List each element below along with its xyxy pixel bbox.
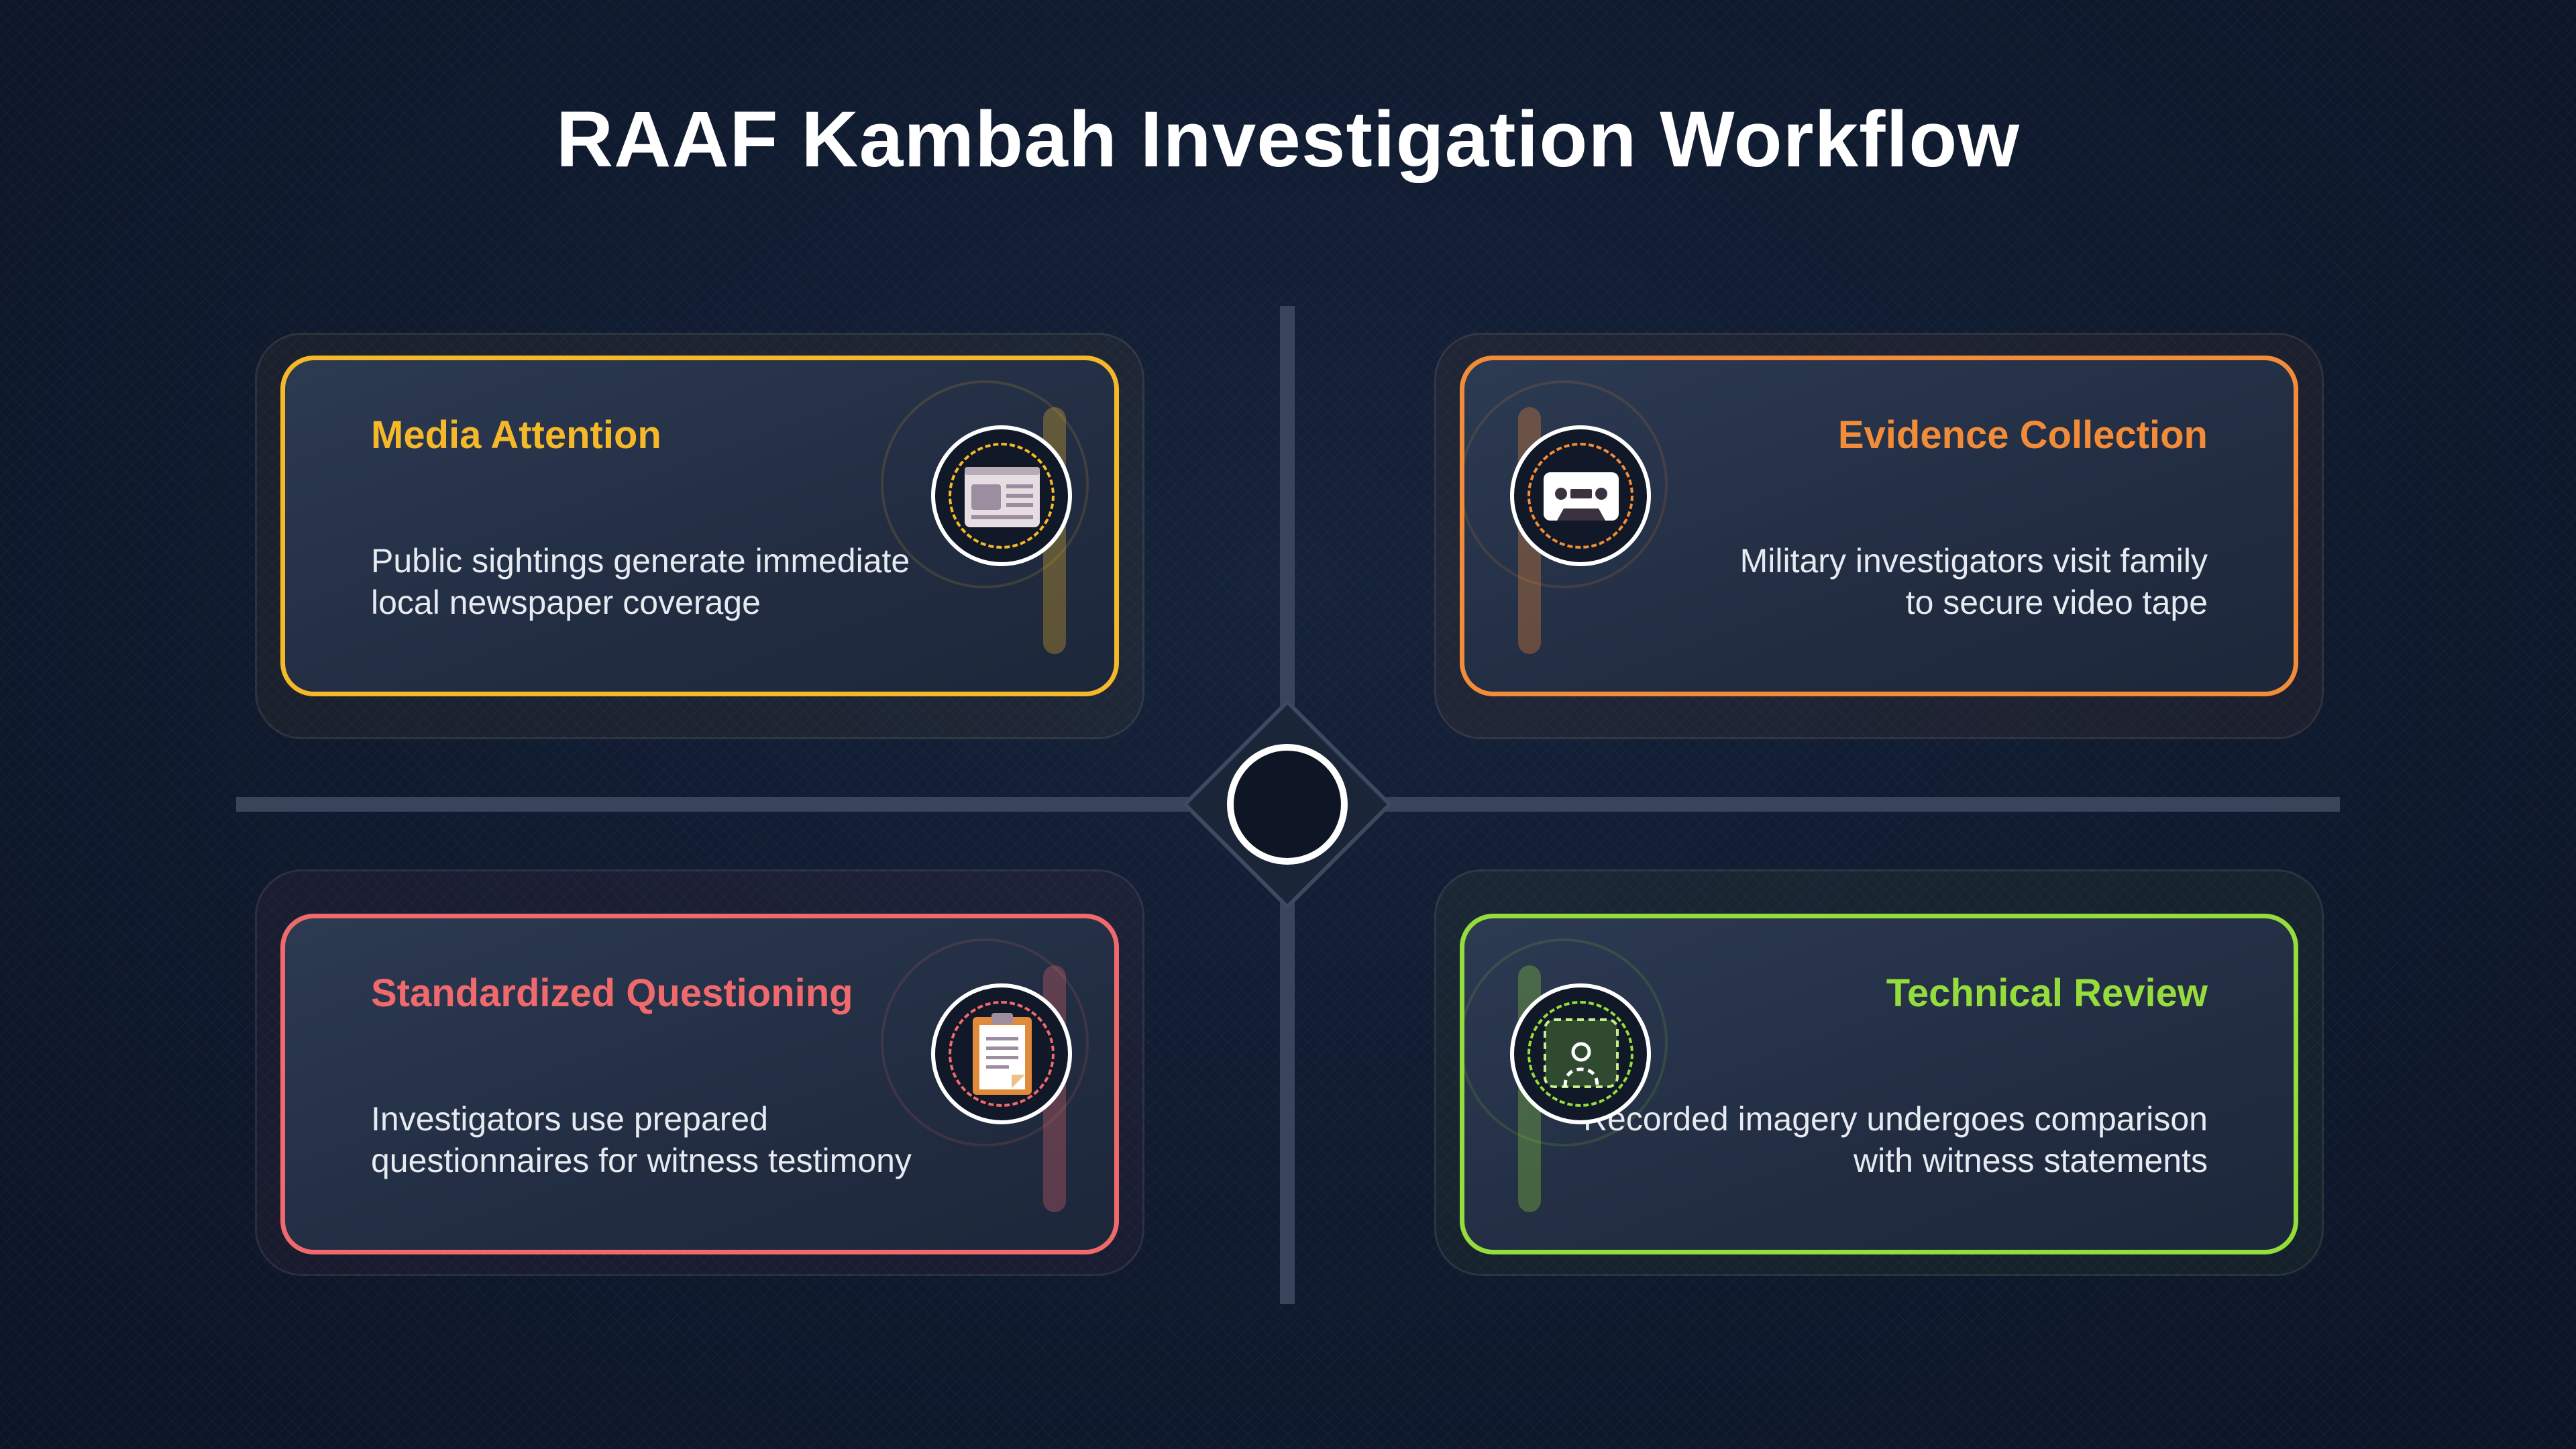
icon-dash-ring bbox=[1527, 1001, 1633, 1107]
step-title: Standardized Questioning bbox=[371, 971, 853, 1015]
step-title: Media Attention bbox=[371, 413, 661, 457]
icon-ring bbox=[1464, 938, 1668, 1146]
center-hub-circle bbox=[1227, 744, 1348, 865]
icon-dash-ring bbox=[949, 443, 1055, 549]
step-description: Military investigators visit family to s… bbox=[1739, 542, 2208, 621]
icon-dash-ring bbox=[1527, 443, 1633, 549]
card-technical-review: Technical Review Recorded imagery underg… bbox=[1460, 914, 2298, 1254]
newspaper-icon bbox=[965, 467, 1040, 527]
icon-badge bbox=[931, 983, 1072, 1124]
card-standardized-questioning: Standardized Questioning Investigators u… bbox=[280, 914, 1119, 1254]
step-description: Public sightings generate immediate loca… bbox=[371, 542, 910, 621]
card-media-attention: Media Attention Public sightings generat… bbox=[280, 356, 1119, 696]
clipboard-icon bbox=[973, 1013, 1032, 1095]
cassette-tape-icon bbox=[1544, 472, 1619, 521]
icon-ring bbox=[881, 380, 1089, 588]
icon-dash-ring bbox=[949, 1001, 1055, 1107]
icon-badge bbox=[1510, 425, 1651, 566]
step-title: Technical Review bbox=[1886, 971, 2208, 1015]
icon-badge bbox=[1510, 983, 1651, 1124]
icon-ring bbox=[881, 938, 1089, 1146]
step-title: Evidence Collection bbox=[1837, 413, 2208, 457]
image-review-icon bbox=[1544, 1018, 1619, 1088]
step-description: Recorded imagery undergoes comparison wi… bbox=[1582, 1100, 2208, 1179]
icon-ring bbox=[1464, 380, 1668, 588]
card-evidence-collection: Evidence Collection Military investigato… bbox=[1460, 356, 2298, 696]
step-description: Investigators use prepared questionnaire… bbox=[371, 1100, 912, 1179]
icon-badge bbox=[931, 425, 1072, 566]
page-title: RAAF Kambah Investigation Workflow bbox=[555, 95, 2021, 184]
